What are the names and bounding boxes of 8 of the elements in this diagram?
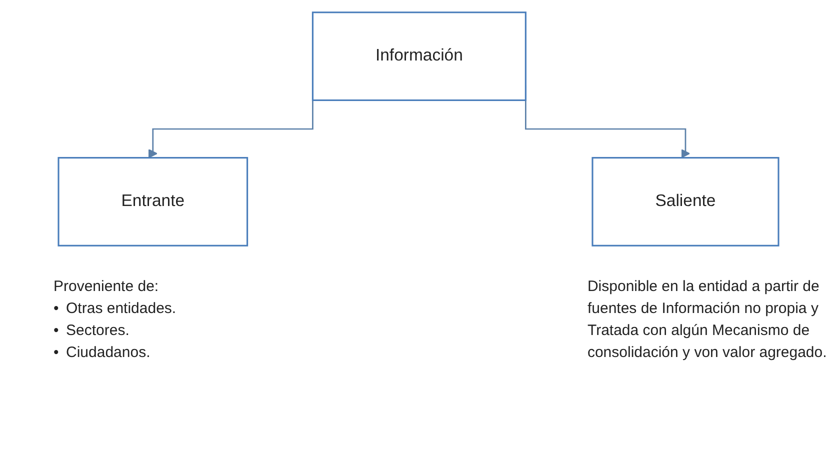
node-box: Entrante <box>58 156 248 246</box>
list-heading: Proveniente de: <box>54 276 160 297</box>
bullet-item: • Sectores. <box>54 320 130 341</box>
node-box: Saliente <box>592 156 780 246</box>
bullet-item: • Otras entidades. <box>54 298 178 319</box>
bullet-item: • Ciudadanos. <box>54 342 152 363</box>
description-text: Disponible en la entidad a partir de fuentes de Información no propia y Tratada con algún Mecanismo de consolidación y von valor agregado. <box>587 276 828 363</box>
node-box: Información <box>312 12 526 102</box>
